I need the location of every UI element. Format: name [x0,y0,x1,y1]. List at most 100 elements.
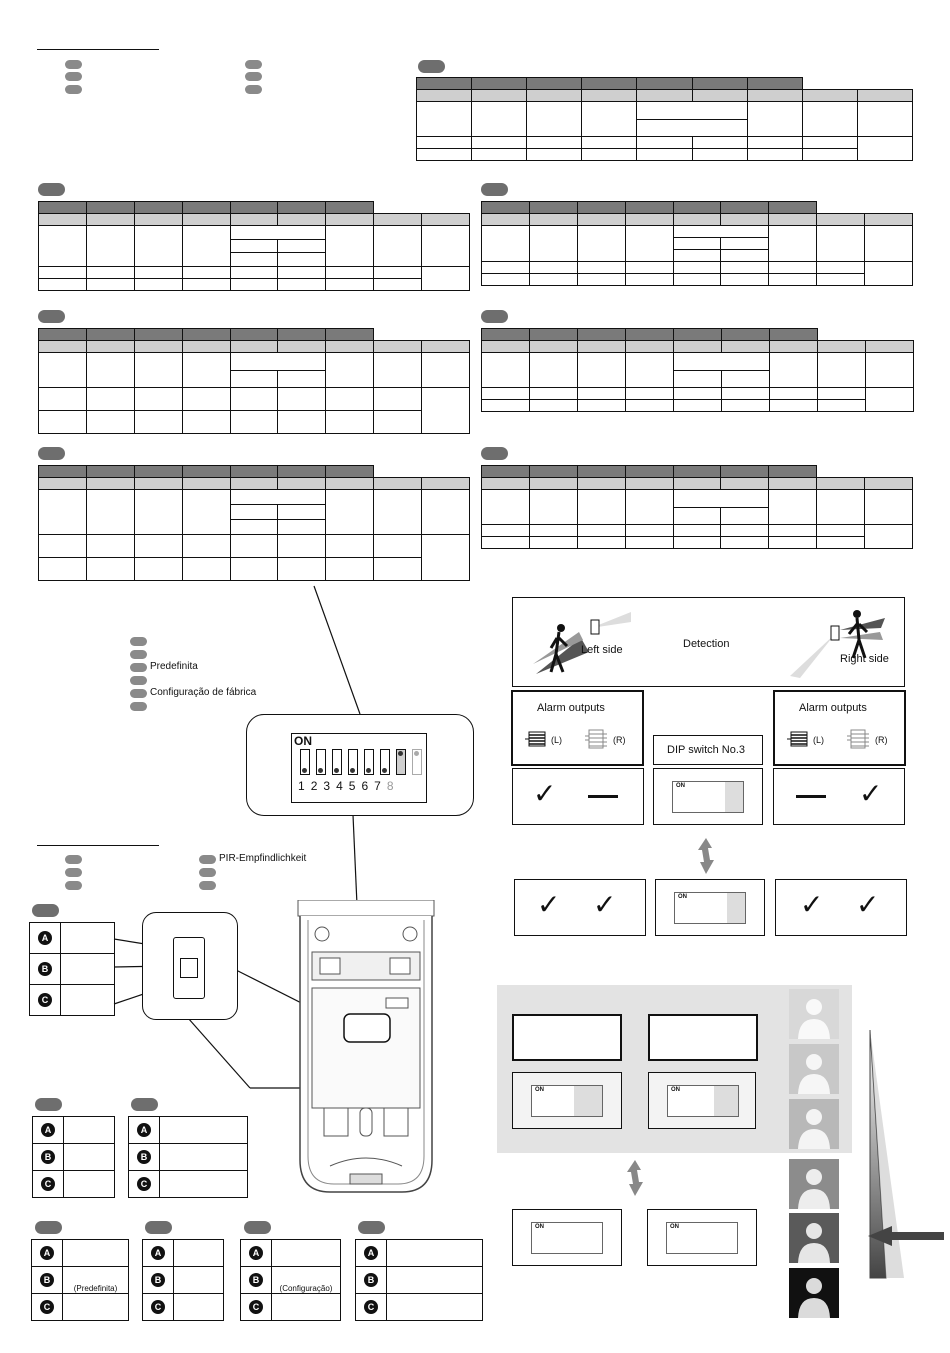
language-badge [131,1098,158,1111]
result-box: ✓ ✓ [775,879,907,936]
toggle-arrow-icon [698,838,714,874]
legend-pill [65,72,82,81]
letter-c-icon: C [40,1300,54,1314]
dip-number-row: 12345678 [298,779,400,793]
check-icon: ✓ [593,889,617,920]
language-badge [35,1221,62,1234]
mini-dip-on-label: ON [535,1087,544,1093]
language-badge [38,310,65,323]
dip-switch-no3-label-box: DIP switch No.3 [653,735,763,765]
walking-person-left-icon [533,612,631,674]
legend-pill [130,650,147,659]
dip-number: 6 [361,779,375,793]
legend-pir-sensitivity: PIR-Empfindlichkeit [219,853,307,864]
mini-dip-on-label: ON [535,1224,544,1230]
dip-number: 7 [374,779,387,793]
spec-table [415,77,914,161]
legend-pill [245,72,262,81]
mini-dip-switch: ON [531,1222,603,1254]
section-rule-top [37,49,159,50]
alarm-tag-l: (L) [551,735,562,745]
letter-a-icon: A [249,1246,263,1260]
check-icon: ✓ [533,778,557,809]
letter-c-icon: C [41,1177,55,1191]
result-box: ✓ ✓ [514,879,646,936]
letter-c-icon: C [249,1300,263,1314]
alarm-tag-r: (R) [613,735,626,745]
language-badge [35,1098,62,1111]
mini-dip-switch: ON [666,1222,738,1254]
dip-switch-8 [412,749,422,775]
language-badge [358,1221,385,1234]
mini-dip-shade [574,1086,602,1116]
terminal-block-icon [847,729,869,749]
dip-thumb-box: ON [512,1209,622,1266]
letter-c-icon: C [364,1300,378,1314]
empty-frame [648,1014,758,1061]
legend-pill [199,868,216,877]
legend-pill [130,663,147,672]
dip-thumb-box: ON [653,768,763,825]
person-silhouettes [798,999,830,1318]
dip-switch-7 [396,749,406,775]
dip-number: 2 [310,779,324,793]
mini-dip-on-label: ON [671,1087,680,1093]
spec-table [481,328,914,412]
dip-number: 5 [348,779,362,793]
language-badge [481,310,508,323]
dip-thumb-box: ON [647,1209,757,1266]
language-badge [38,183,65,196]
check-icon: ✓ [800,889,824,920]
letter-a-icon: A [137,1123,151,1137]
result-box: ✓ [773,768,905,825]
spec-table [38,201,470,291]
dip-switch-callout: ON 12345678 [246,714,474,816]
detection-left-label: Left side [581,644,623,656]
dip-number: 1 [298,779,311,793]
dip-switch-2 [316,749,326,775]
mini-dip-shade [725,782,743,812]
mini-dip-switch: ON [672,781,744,813]
alarm-outputs-title: Alarm outputs [537,702,605,714]
letter-a-icon: A [364,1246,378,1260]
letter-b-icon: B [137,1150,151,1164]
detection-panel: Left side Detection Right side [512,597,905,687]
mini-dip-switch: ON [531,1085,603,1117]
dip-switch-4 [348,749,358,775]
check-icon: ✓ [856,889,880,920]
letter-b-icon: B [40,1273,54,1287]
legend-pill [199,881,216,890]
dip-thumb-box: ON [512,1072,622,1129]
language-badge [38,447,65,460]
language-badge [418,60,445,73]
detection-title: Detection [683,638,730,650]
dip-switch-block: ON 12345678 [291,733,427,803]
walking-person-right-icon [790,610,885,678]
alarm-outputs-right: Alarm outputs (L) (R) [773,690,906,766]
dip-number: 4 [336,779,349,793]
letter-b-icon: B [249,1273,263,1287]
detection-right-label: Right side [840,653,889,665]
dip-number: 3 [323,779,337,793]
predefinita-note: (Predefinita) [62,1266,129,1294]
dip-thumb-box: ON [648,1072,756,1129]
spec-table [481,201,913,286]
legend-pill [130,702,147,711]
legend-pill [65,60,82,69]
dip-switch-no3-label: DIP switch No.3 [667,744,746,756]
dip-number: 8 [386,779,400,793]
letter-a-icon: A [38,931,52,945]
terminal-block-icon [787,731,808,747]
letter-b-icon: B [151,1273,165,1287]
spec-table [38,328,470,434]
mini-dip-shade [727,893,745,923]
letter-c-icon: C [38,993,52,1007]
spec-table [38,465,470,581]
abc-table: A B C [355,1239,483,1321]
sensitivity-gradient-wedge [868,1030,944,1279]
dip-switch-1 [300,749,310,775]
legend-pill [65,868,82,877]
dip-switch-5 [364,749,374,775]
terminal-block-icon [525,731,546,747]
letter-a-icon: A [40,1246,54,1260]
